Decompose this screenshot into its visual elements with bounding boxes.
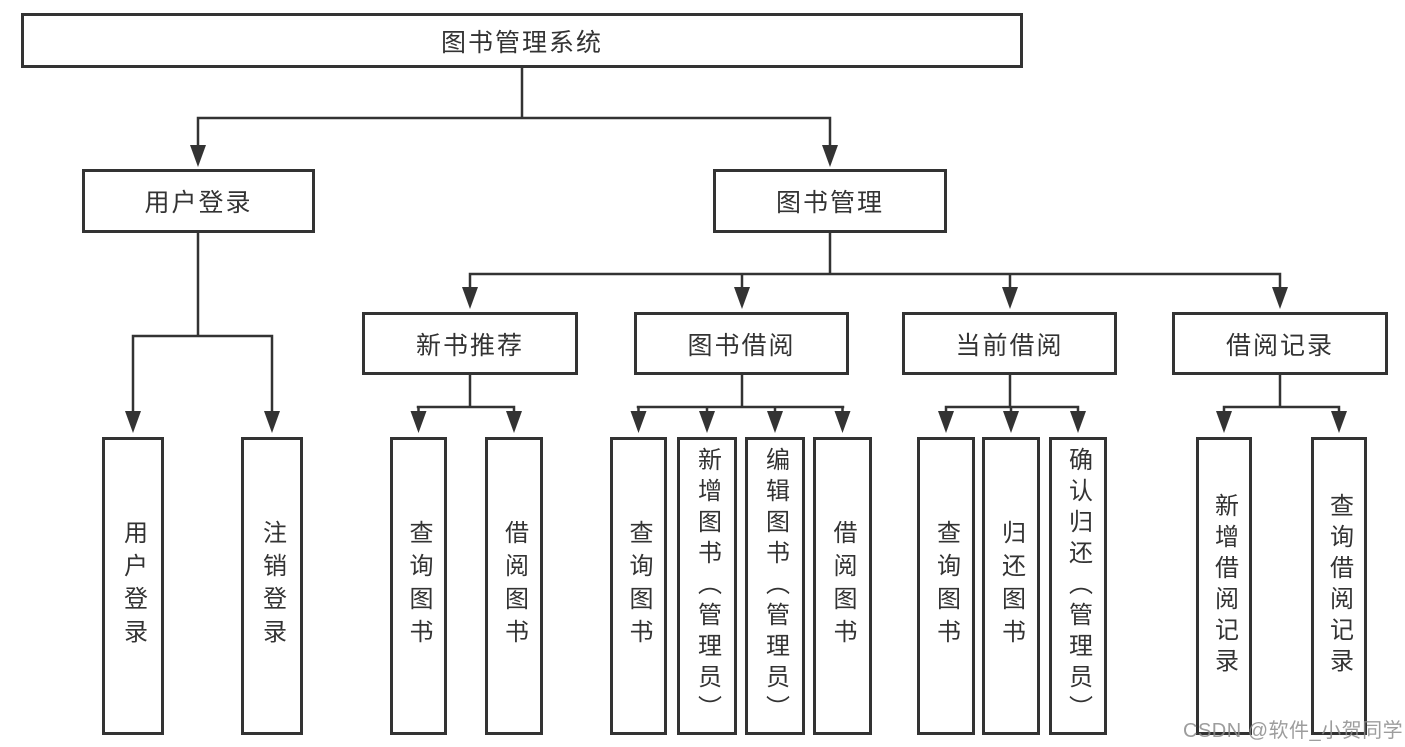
leaf-logout: 注销登录 [241, 437, 303, 735]
leaf-logout-label: 注销登录 [258, 520, 286, 652]
leaf-records-add-borrow-record-label: 新增借阅记录 [1210, 493, 1238, 679]
leaf-borrowing-edit-books-admin-label: 编辑图书（管理员） [761, 446, 789, 726]
node-user-login: 用户登录 [82, 169, 315, 233]
node-book-management: 图书管理 [713, 169, 947, 233]
leaf-borrowing-add-books-admin-label: 新增图书（管理员） [693, 446, 721, 726]
node-user-login-label: 用户登录 [144, 189, 253, 217]
node-new-book-recommend: 新书推荐 [362, 312, 578, 375]
leaf-current-query-books: 查询图书 [917, 437, 975, 735]
leaf-recommend-borrow-books: 借阅图书 [485, 437, 543, 735]
leaf-user-login: 用户登录 [102, 437, 164, 735]
arrowhead-icons [125, 145, 1347, 433]
node-current-borrowing-label: 当前借阅 [955, 331, 1064, 360]
node-book-borrowing-label: 图书借阅 [687, 331, 796, 360]
leaf-user-login-label: 用户登录 [119, 520, 147, 652]
watermark: CSDN @软件_小贺同学 [1183, 720, 1404, 742]
node-root-label: 图书管理系统 [440, 28, 603, 57]
node-book-management-label: 图书管理 [775, 189, 884, 217]
leaf-recommend-query-books-label: 查询图书 [405, 520, 432, 652]
leaf-recommend-query-books: 查询图书 [390, 437, 447, 735]
leaf-recommend-borrow-books-label: 借阅图书 [500, 520, 528, 652]
leaf-borrowing-borrow-books: 借阅图书 [813, 437, 872, 735]
leaf-records-add-borrow-record: 新增借阅记录 [1196, 437, 1252, 735]
leaf-borrowing-edit-books-admin: 编辑图书（管理员） [745, 437, 805, 735]
node-root-system: 图书管理系统 [21, 13, 1023, 68]
leaf-records-query-borrow-record-label: 查询借阅记录 [1325, 493, 1353, 679]
leaf-current-confirm-return-admin-label: 确认归还（管理员） [1064, 446, 1092, 726]
leaf-borrowing-borrow-books-label: 借阅图书 [829, 520, 856, 652]
node-current-borrowing: 当前借阅 [902, 312, 1117, 375]
leaf-current-confirm-return-admin: 确认归还（管理员） [1049, 437, 1107, 735]
node-borrowing-records-label: 借阅记录 [1225, 331, 1334, 360]
leaf-current-query-books-label: 查询图书 [932, 520, 960, 652]
leaf-current-return-books-label: 归还图书 [997, 520, 1025, 652]
leaf-borrowing-add-books-admin: 新增图书（管理员） [677, 437, 737, 735]
leaf-current-return-books: 归还图书 [982, 437, 1040, 735]
node-new-book-recommend-label: 新书推荐 [415, 331, 524, 360]
connector-lines [131, 66, 1341, 415]
node-borrowing-records: 借阅记录 [1172, 312, 1388, 375]
leaf-records-query-borrow-record: 查询借阅记录 [1311, 437, 1367, 735]
node-book-borrowing: 图书借阅 [634, 312, 849, 375]
leaf-borrowing-query-books: 查询图书 [610, 437, 667, 735]
leaf-borrowing-query-books-label: 查询图书 [625, 520, 652, 652]
